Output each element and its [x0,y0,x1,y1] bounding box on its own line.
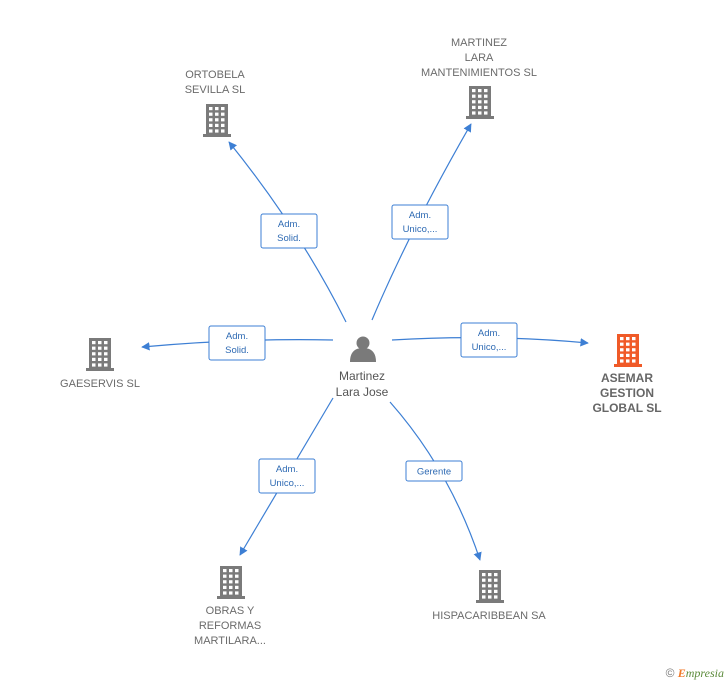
company-node-gaeservis[interactable]: GAESERVIS SL [60,338,140,390]
company-node-martinez-lara[interactable]: MARTINEZ LARA MANTENIMIENTOS SL [421,37,537,119]
company-name-line: SEVILLA SL [185,84,246,96]
role-badge-martinez-lara[interactable]: Adm. Unico,... [391,204,449,240]
building-icon [614,334,642,367]
company-name-line: MARTILARA... [194,635,266,647]
role-badge-obras[interactable]: Adm. Unico,... [258,458,316,494]
role-text: Adm. [276,464,298,475]
company-name-line: GESTION [600,386,654,400]
role-text: Solid. [277,233,301,244]
company-name-line: OBRAS Y [206,605,255,617]
company-name-line: LARA [465,52,494,64]
company-name-line: ASEMAR [601,371,653,385]
building-icon [203,104,231,137]
copyright-symbol: © [665,666,675,680]
person-node[interactable]: Martinez Lara Jose [336,336,389,400]
role-text: Adm. [478,328,500,339]
company-name-line: REFORMAS [199,620,261,632]
building-icon [476,570,504,603]
brand-rest: mpresia [685,666,724,680]
company-name-line: ORTOBELA [185,69,245,81]
role-text: Solid. [225,345,249,356]
person-icon [350,336,376,362]
person-name-line1: Martinez [339,369,385,383]
brand-logo[interactable]: Empresia [678,666,724,680]
role-badge-ortobela[interactable]: Adm. Solid. [260,213,318,249]
role-text: Unico,... [472,342,507,353]
company-name-line: MANTENIMIENTOS SL [421,67,537,79]
role-text: Adm. [226,331,248,342]
role-badge-asemar[interactable]: Adm. Unico,... [460,322,518,358]
role-badge-gaeservis[interactable]: Adm. Solid. [208,325,266,361]
company-name-line: GLOBAL SL [592,401,661,415]
company-name-line: HISPACARIBBEAN SA [432,610,546,622]
role-badge-hispacaribbean[interactable]: Gerente [405,460,463,482]
building-icon [86,338,114,371]
building-icon [466,86,494,119]
role-text: Adm. [278,219,300,230]
company-node-hispacaribbean[interactable]: HISPACARIBBEAN SA [432,570,546,622]
roles-layer: Adm. Solid. Adm. Unico,... Adm. Solid. Adm. Uni… [208,204,518,494]
role-text: Unico,... [403,224,438,235]
role-text: Gerente [417,467,451,478]
company-name-line: MARTINEZ [451,37,507,49]
company-name-line: GAESERVIS SL [60,378,140,390]
building-icon [217,566,245,599]
role-text: Adm. [409,210,431,221]
person-name-line2: Lara Jose [336,385,389,399]
copyright: © Empresia [666,666,724,681]
brand-initial: E [677,666,686,680]
nodes-layer: ORTOBELA SEVILLA SL MARTINEZ LARA MANTENIMIE… [60,37,662,647]
company-node-ortobela[interactable]: ORTOBELA SEVILLA SL [185,69,246,137]
company-node-obras[interactable]: OBRAS Y REFORMAS MARTILARA... [194,566,266,647]
role-text: Unico,... [270,478,305,489]
